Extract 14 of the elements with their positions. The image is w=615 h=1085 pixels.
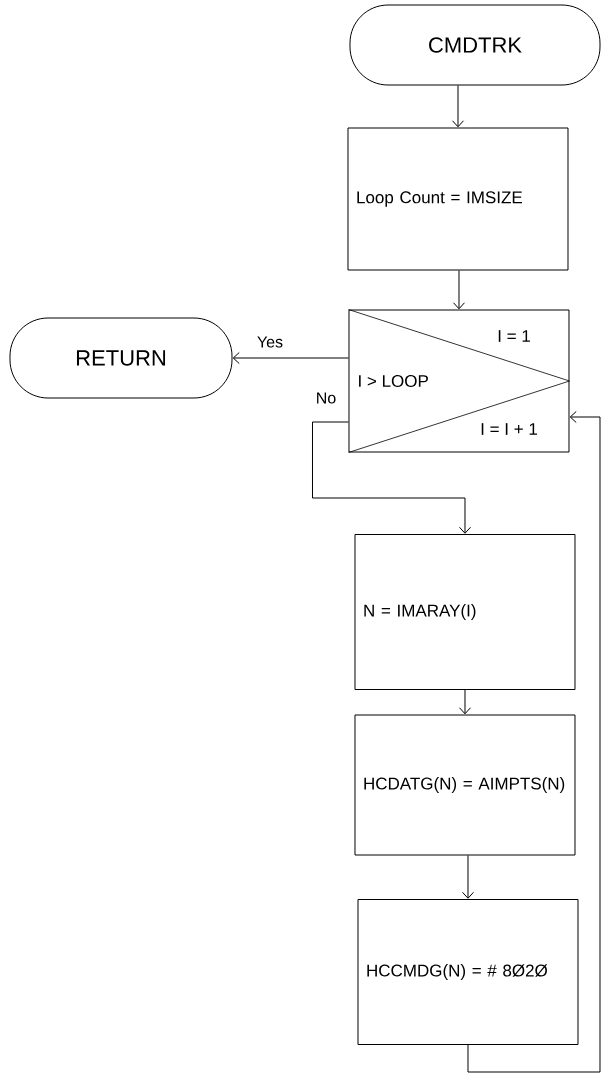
process-box: HCCMDG(N) = # 8Ø2Ø — [357, 899, 579, 1045]
arrow — [232, 352, 349, 364]
process-box: HCDATG(N) = AIMPTS(N) — [354, 714, 576, 856]
arrow — [467, 411, 601, 1073]
arrow — [459, 689, 471, 715]
arrow — [462, 855, 474, 899]
process-box: N = IMARAY(I) — [354, 534, 576, 690]
edge-label: No — [314, 391, 338, 405]
arrow — [453, 270, 465, 310]
edge-label: Yes — [255, 335, 285, 349]
process-box: Loop Count = IMSIZE — [347, 127, 569, 271]
arrow — [312, 421, 471, 534]
arrow — [452, 85, 464, 128]
loop-box: I = 1 I > LOOP I = I + 1 — [348, 309, 570, 453]
